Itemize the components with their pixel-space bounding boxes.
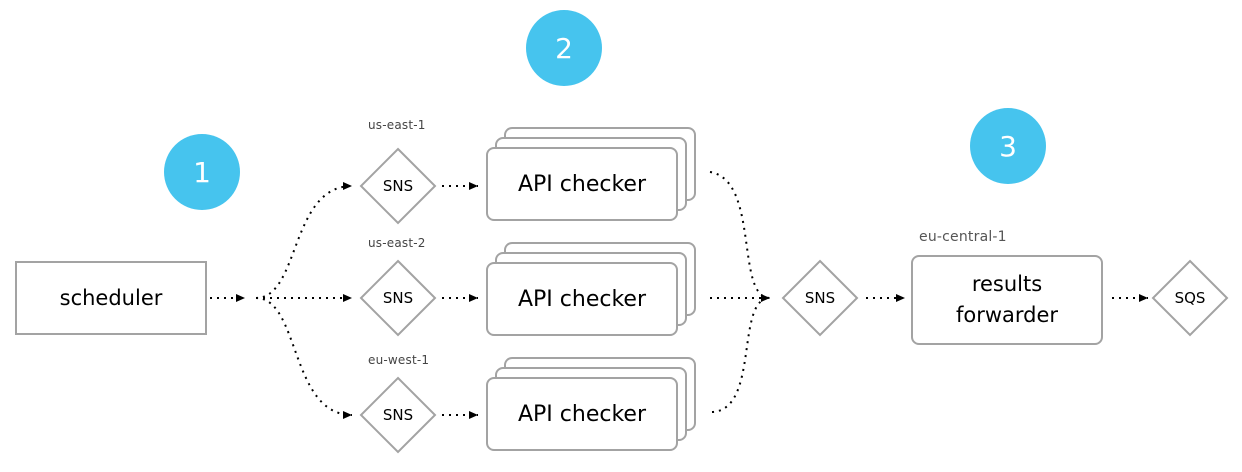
api-checker-node: API checker (486, 262, 678, 336)
arrow-to-sns-us-east-1 (255, 182, 353, 299)
step-badge-1: 1 (164, 134, 240, 210)
forwarder-line-1: results (971, 272, 1043, 296)
region-label-eu-central-1: eu-central-1 (919, 229, 1007, 245)
scheduler-node: scheduler (15, 261, 207, 335)
sns-label-us-east-2: SNS (382, 289, 414, 307)
region-label-us-east-1: us-east-1 (368, 118, 426, 132)
sqs-label: SQS (1174, 289, 1206, 307)
results-forwarder-node: results forwarder (911, 255, 1103, 345)
step-badge-2: 2 (526, 10, 602, 86)
sns-label-eu-west-1: SNS (382, 406, 414, 424)
arrow-checker1-central (709, 171, 771, 299)
region-label-us-east-2: us-east-2 (368, 236, 426, 250)
arrow-checker3-central (711, 297, 771, 413)
sns-diamond-us-east-1 (359, 147, 437, 225)
forwarder-line-2: forwarder (955, 303, 1059, 327)
arrow-to-sns-eu-west-1 (255, 297, 353, 419)
sns-diamond-us-east-2 (359, 259, 437, 337)
api-checker-node: API checker (486, 147, 678, 221)
sns-diamond-eu-west-1 (359, 376, 437, 454)
region-label-eu-west-1: eu-west-1 (368, 353, 430, 367)
step-badge-3: 3 (970, 108, 1046, 184)
sqs-diamond (1151, 259, 1229, 337)
api-checker-node: API checker (486, 377, 678, 451)
sns-label-us-east-1: SNS (382, 177, 414, 195)
sns-label-central: SNS (804, 289, 836, 307)
sns-diamond-central (781, 259, 859, 337)
